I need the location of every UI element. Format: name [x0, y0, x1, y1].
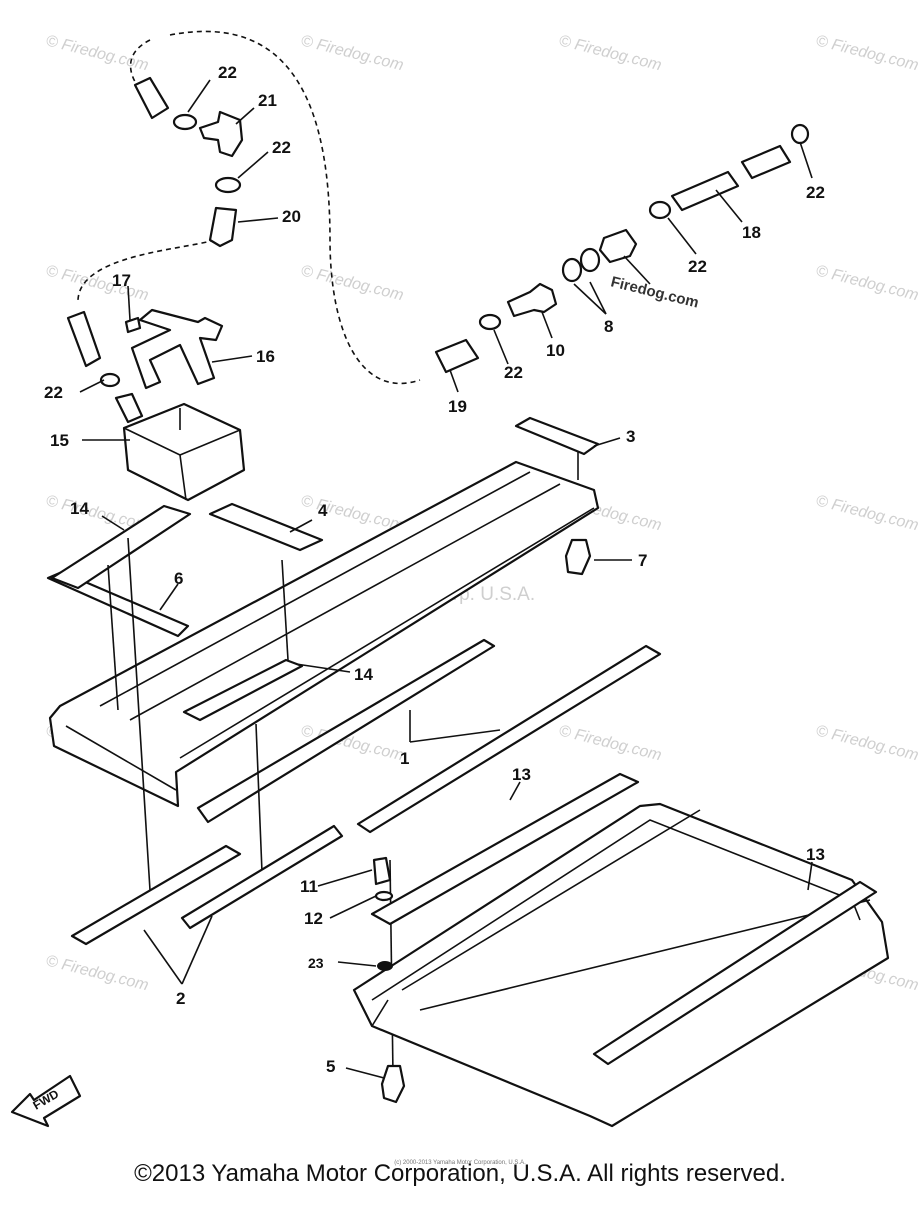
small-notice: (c) 2000-2013 Yamaha Motor Corporation, …: [394, 1160, 526, 1166]
callout-9-watermark: Firedog.com: [609, 273, 700, 311]
watermark: © Firedog.com: [299, 262, 405, 304]
pin-11: [372, 856, 392, 886]
callout-11: 11: [300, 877, 318, 896]
top-frame-plate: [48, 460, 600, 808]
callout-21: 21: [258, 91, 277, 110]
watermark: © Firedog.com: [814, 262, 920, 304]
tank-neck: [114, 392, 144, 424]
bracket-2a: [70, 844, 242, 946]
hose-lower-left: [66, 310, 102, 368]
washer-8: [561, 257, 583, 283]
elbow-fitting-21: [198, 110, 244, 158]
callout-22: 22: [44, 383, 63, 402]
callout-16: 16: [256, 347, 275, 366]
bracket-16: [130, 308, 224, 390]
clamp-22: [648, 200, 672, 220]
watermark: © Firedog.com: [299, 492, 405, 534]
bolt-6: [380, 1064, 406, 1104]
clamp-22: [790, 123, 810, 145]
watermark: © Firedog.com: [814, 722, 920, 764]
callout-22: 22: [218, 63, 237, 82]
nut-9: [598, 228, 638, 264]
callout-23: 23: [308, 955, 324, 971]
callout-15: 15: [50, 431, 69, 450]
callout-22: 22: [688, 257, 707, 276]
callout-13: 13: [806, 845, 825, 864]
sleeve-19: [434, 338, 480, 374]
callout-3: 3: [626, 427, 635, 446]
hose-route-line: [77, 30, 421, 385]
watermark: © Firedog.com: [44, 262, 150, 304]
callout-12: 12: [304, 909, 323, 928]
watermark: © Firedog.com: [557, 722, 663, 764]
guide-line: [127, 537, 151, 891]
fwd-arrow: FWD: [10, 1074, 82, 1128]
bracket-14: [50, 504, 192, 590]
callout-17: 17: [112, 271, 131, 290]
callout-20: 20: [282, 207, 301, 226]
strip-1b: [356, 644, 662, 834]
bracket-2b: [180, 824, 344, 930]
fuel-tank-15: [122, 402, 246, 502]
watermark: © Firedog.com: [814, 492, 920, 534]
callout-22: 22: [806, 183, 825, 202]
callout-1: 1: [400, 749, 409, 768]
sleeve-right: [740, 144, 792, 180]
pad-5: [208, 502, 324, 552]
bracket-3: [514, 416, 600, 456]
callout-2: 2: [176, 989, 185, 1008]
strip-1a: [196, 638, 496, 824]
bottom-plate: [352, 802, 890, 1128]
callout-4: 6: [174, 569, 183, 588]
bracket-13-upper: [370, 772, 640, 926]
screw-17: [124, 316, 142, 334]
bottom-plate-inner: [371, 809, 871, 1027]
callout-18: 18: [742, 223, 761, 242]
watermark: © Firedog.com: [557, 32, 663, 74]
clamp-22: [478, 313, 502, 331]
guide-line: [255, 723, 263, 873]
clamp-22: [214, 176, 242, 194]
callout-22: 22: [504, 363, 523, 382]
callout-10: 10: [546, 341, 565, 360]
watermark: © Firedog.com: [814, 32, 920, 74]
watermark: © Firedog.com: [44, 952, 150, 994]
bracket-13-right: [592, 880, 878, 1066]
callout-8: 8: [604, 317, 613, 336]
washer-23: [377, 961, 393, 971]
fitting-10: [506, 282, 558, 318]
callout-14: 14: [354, 665, 373, 684]
clamp-22: [172, 113, 198, 131]
bolt-7: [564, 538, 592, 576]
top-frame-inner: [65, 471, 595, 791]
leader-lines: [79, 79, 813, 1079]
washer-8: [579, 247, 601, 273]
callout-22: 22: [272, 138, 291, 157]
callout-6: 5: [326, 1057, 335, 1076]
callout-14: 14: [70, 499, 89, 518]
clamp-22: [99, 372, 121, 388]
fuel-tank-edge: [123, 427, 241, 501]
hose-18: [670, 170, 740, 212]
callout-19: 19: [448, 397, 467, 416]
watermark: © Firedog.com: [299, 32, 405, 74]
hose-upper-left: [133, 76, 170, 120]
bracket-14-mid: [182, 658, 304, 722]
hose-20: [208, 206, 238, 248]
callout-5: 4: [318, 501, 328, 520]
washer-12: [374, 890, 394, 902]
callout-7: 7: [638, 551, 647, 570]
callout-13: 13: [512, 765, 531, 784]
guide-line: [281, 559, 289, 661]
guide-line: [107, 564, 119, 711]
copyright-notice: ©2013 Yamaha Motor Corporation, U.S.A. A…: [134, 1160, 786, 1187]
